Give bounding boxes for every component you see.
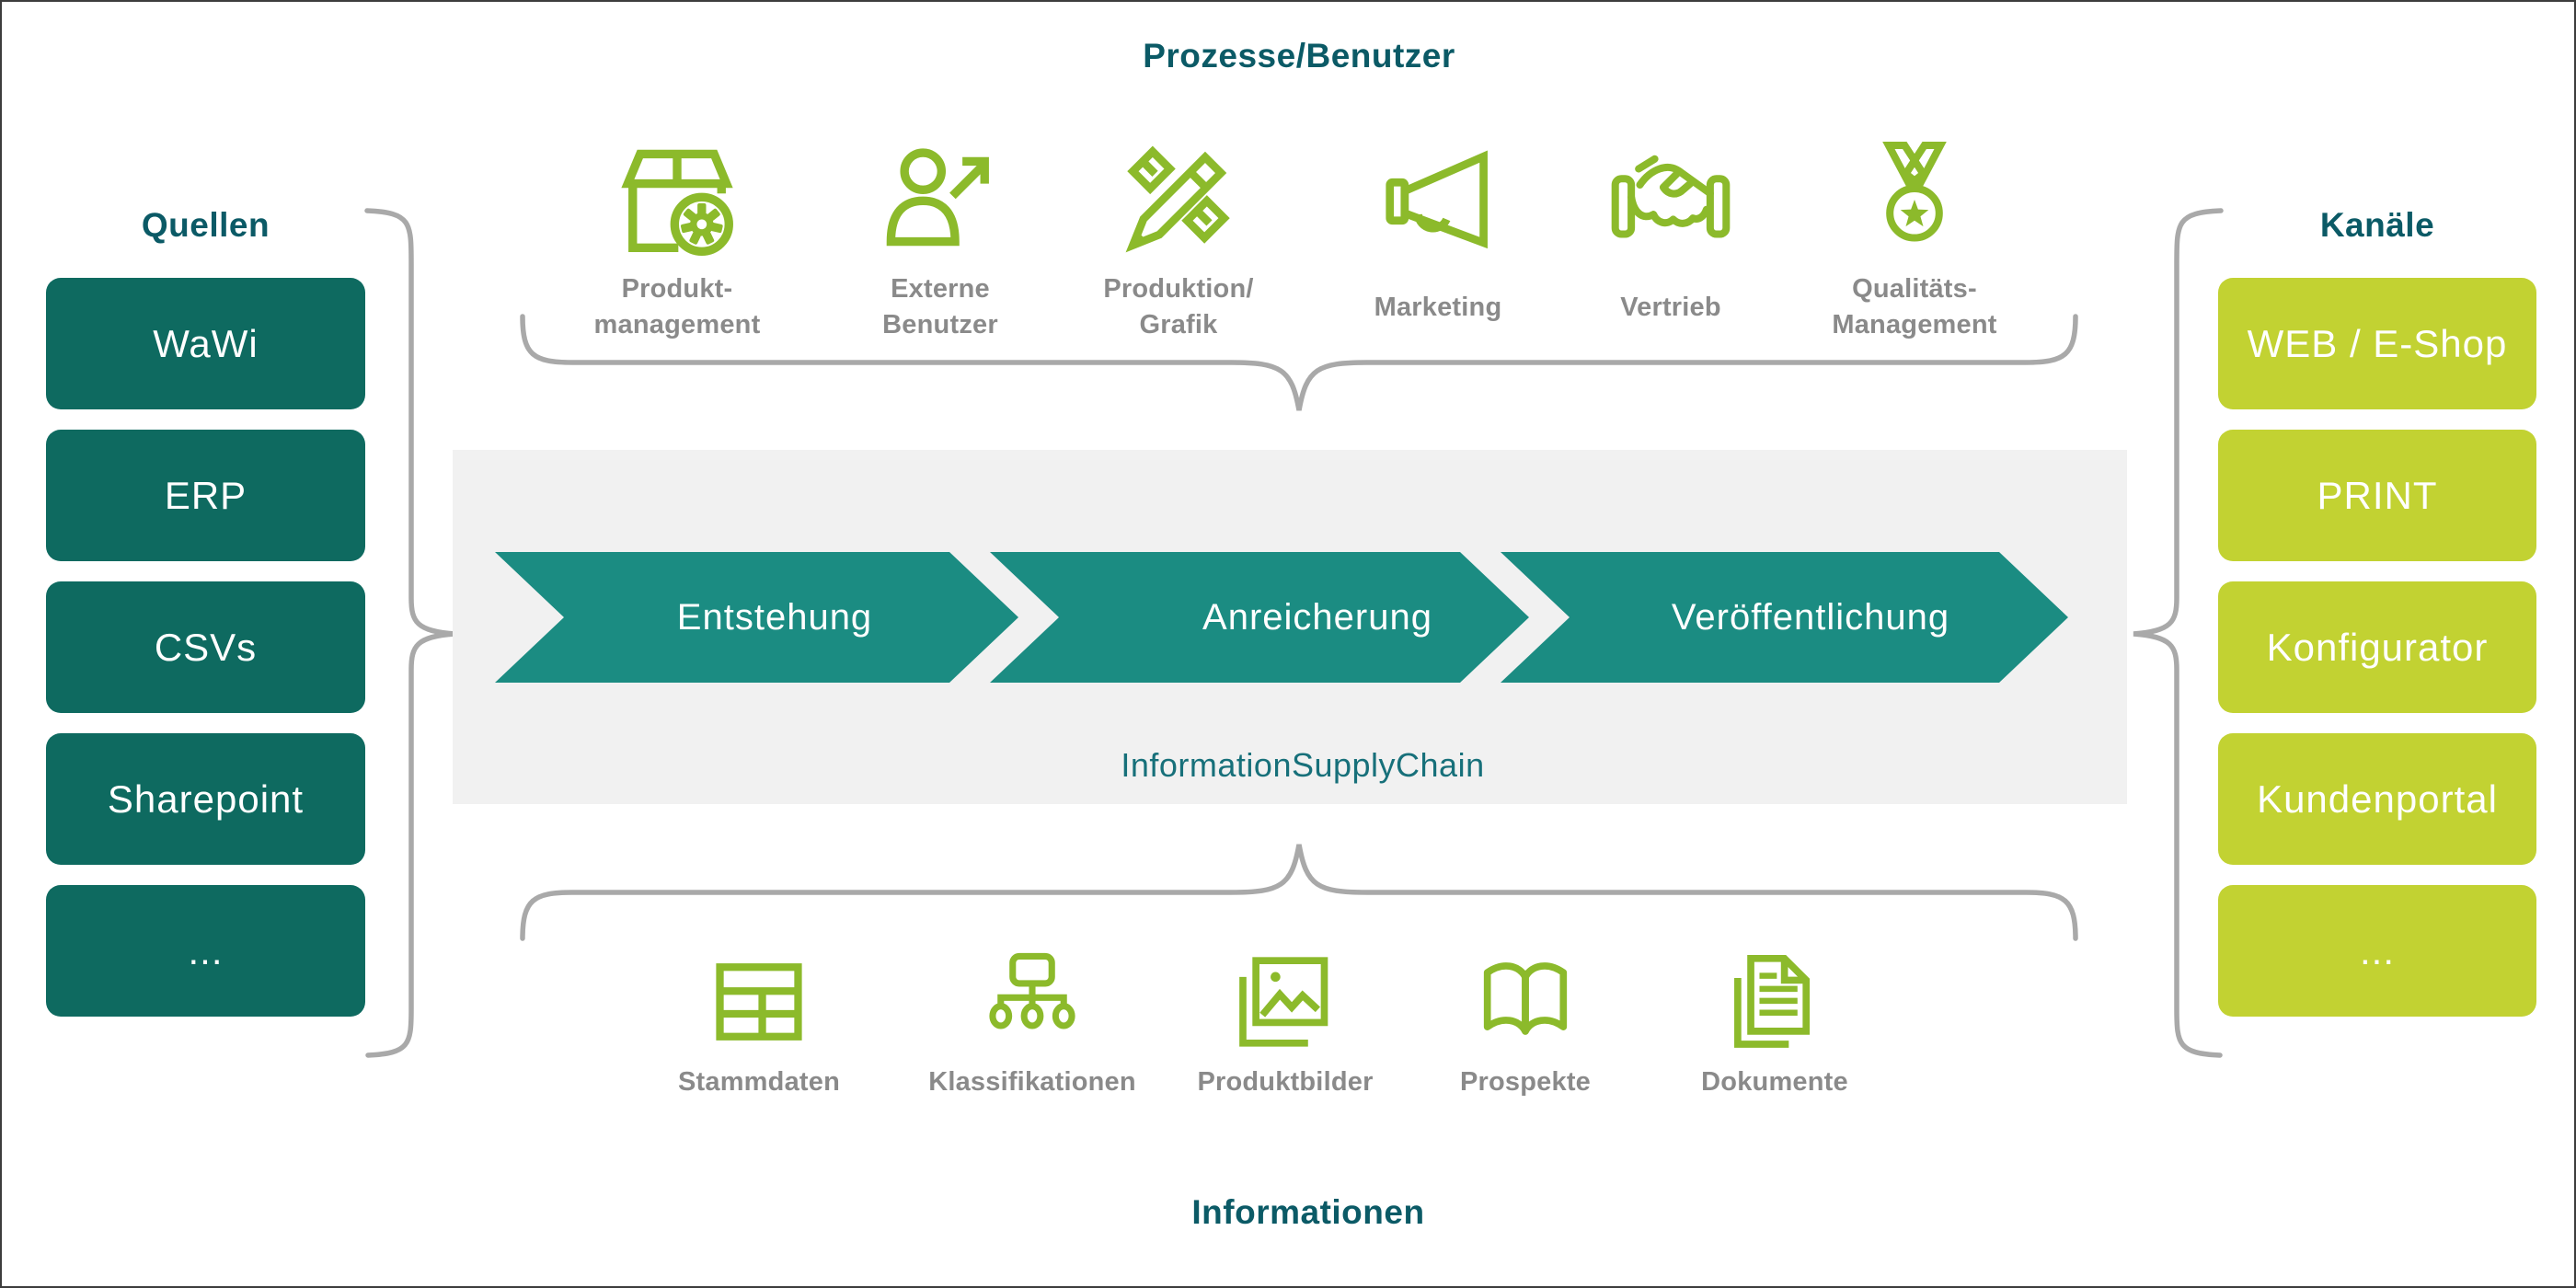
person-arrow-icon xyxy=(886,148,989,247)
top-title: Prozesse/Benutzer xyxy=(1143,37,1455,75)
process-user-item: Vertrieb xyxy=(1551,138,1790,348)
channel-box: PRINT xyxy=(2218,430,2536,561)
process-user-item: Qualitäts-Management xyxy=(1795,138,2034,348)
process-step-label: Anreicherung xyxy=(1202,597,1432,638)
supply-chain-caption: InformationSupplyChain xyxy=(1121,746,1485,784)
process-step-label: Entstehung xyxy=(676,597,873,638)
channel-box: Kundenportal xyxy=(2218,733,2536,865)
information-label: Stammdaten xyxy=(677,1067,841,1097)
chevron-anreicherung xyxy=(990,552,1529,683)
handshake-icon xyxy=(1611,155,1731,238)
megaphone-icon xyxy=(1386,150,1488,249)
information-item: Dokumente xyxy=(1655,948,1894,1098)
source-box: ... xyxy=(46,885,365,1017)
process-user-label: Marketing xyxy=(1374,292,1502,322)
channel-box: ... xyxy=(2218,885,2536,1017)
source-box: CSVs xyxy=(46,581,365,713)
pencil-ruler-icon xyxy=(1125,145,1230,253)
information-label: Dokumente xyxy=(1701,1067,1848,1097)
sources-column: WaWi ERP CSVs Sharepoint ... xyxy=(46,278,365,1017)
images-icon xyxy=(1239,957,1328,1047)
information-item: Stammdaten xyxy=(639,948,879,1098)
medal-star-icon xyxy=(1882,142,1947,242)
channels-title: Kanäle xyxy=(2319,206,2435,244)
documents-icon xyxy=(1734,954,1811,1048)
process-user-label: Vertrieb xyxy=(1620,292,1721,322)
information-label: Prospekte xyxy=(1459,1067,1592,1097)
channel-box: Konfigurator xyxy=(2218,581,2536,713)
package-gear-icon xyxy=(621,149,733,256)
sources-title: Quellen xyxy=(141,206,270,244)
information-label: Produktbilder xyxy=(1197,1067,1374,1097)
channel-box: WEB / E-Shop xyxy=(2218,278,2536,409)
bottom-title: Informationen xyxy=(1191,1193,1425,1231)
chevron-entstehung xyxy=(495,552,1018,683)
process-user-label: Produkt-management xyxy=(593,274,761,339)
process-user-label: Qualitäts-Management xyxy=(1832,274,1997,339)
chevron-veroeffentlichung xyxy=(1501,552,2068,683)
process-user-item: Marketing xyxy=(1318,138,1558,348)
right-brace xyxy=(2133,208,2224,1058)
hierarchy-icon xyxy=(989,952,1075,1029)
process-user-label: Produktion/Grafik xyxy=(1103,274,1254,339)
process-step-label: Veröffentlichung xyxy=(1671,597,1950,638)
source-box: Sharepoint xyxy=(46,733,365,865)
information-item: Prospekte xyxy=(1406,948,1645,1098)
source-box: WaWi xyxy=(46,278,365,409)
information-item: Klassifikationen xyxy=(913,948,1152,1098)
information-item: Produktbilder xyxy=(1166,948,1405,1098)
information-label: Klassifikationen xyxy=(928,1067,1136,1097)
open-book-icon xyxy=(1483,962,1568,1035)
process-user-item: Produkt-management xyxy=(558,138,797,348)
top-brace xyxy=(520,314,2078,411)
source-box: ERP xyxy=(46,430,365,561)
process-user-item: Produktion/Grafik xyxy=(1059,138,1298,348)
bottom-brace xyxy=(520,844,2078,941)
channels-column: WEB / E-Shop PRINT Konfigurator Kundenpo… xyxy=(2218,278,2536,1017)
table-icon xyxy=(716,963,802,1041)
